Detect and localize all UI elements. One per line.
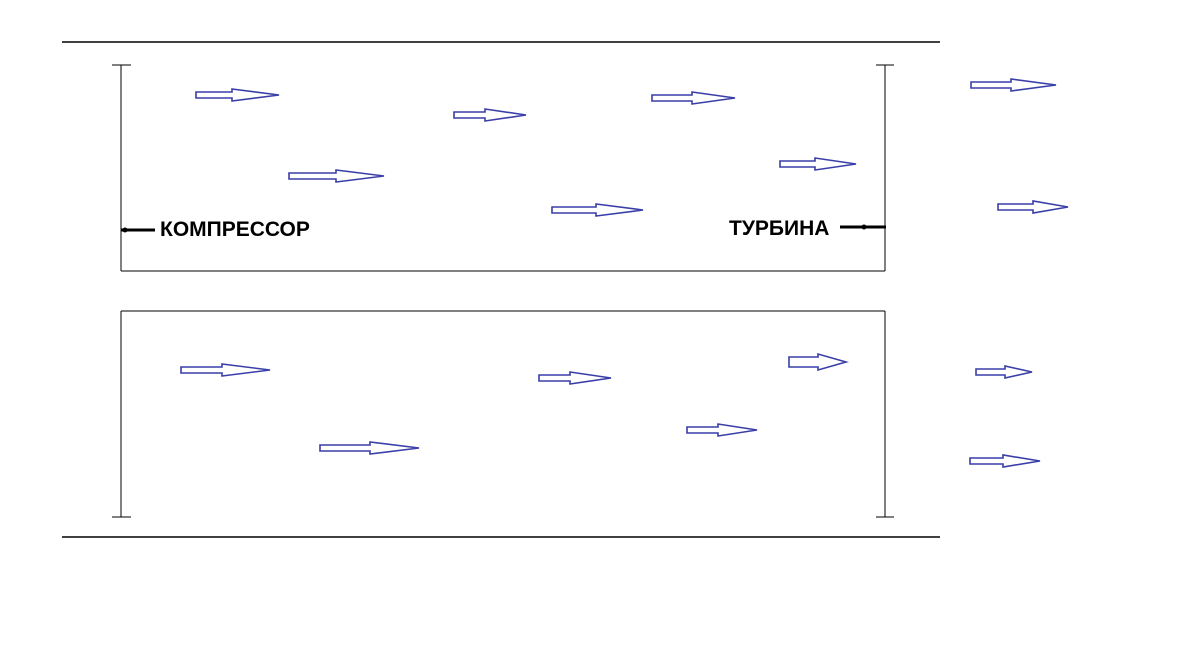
flow-arrow — [788, 352, 849, 372]
flow-arrow — [551, 203, 644, 217]
flow-arrow — [453, 108, 527, 122]
flow-arrow — [319, 441, 420, 455]
flow-arrow — [779, 157, 857, 171]
compressor-pointer — [121, 227, 155, 233]
flow-arrow — [651, 91, 736, 105]
flow-arrow — [180, 363, 271, 377]
lower-chamber — [112, 310, 894, 518]
turbine-pointer — [840, 224, 886, 230]
flow-arrow — [975, 365, 1033, 379]
flow-arrow — [997, 200, 1069, 214]
flow-arrow — [288, 169, 385, 183]
flow-arrow — [969, 454, 1041, 468]
turbine-label: ТУРБИНА — [729, 217, 829, 240]
flow-arrow — [686, 423, 758, 437]
compressor-label: КОМПРЕССОР — [160, 218, 310, 241]
flow-arrow — [195, 88, 280, 102]
flow-arrow — [970, 78, 1057, 92]
flow-arrow — [538, 371, 612, 385]
upper-chamber — [112, 64, 894, 272]
airflow-arrows — [180, 78, 1069, 468]
